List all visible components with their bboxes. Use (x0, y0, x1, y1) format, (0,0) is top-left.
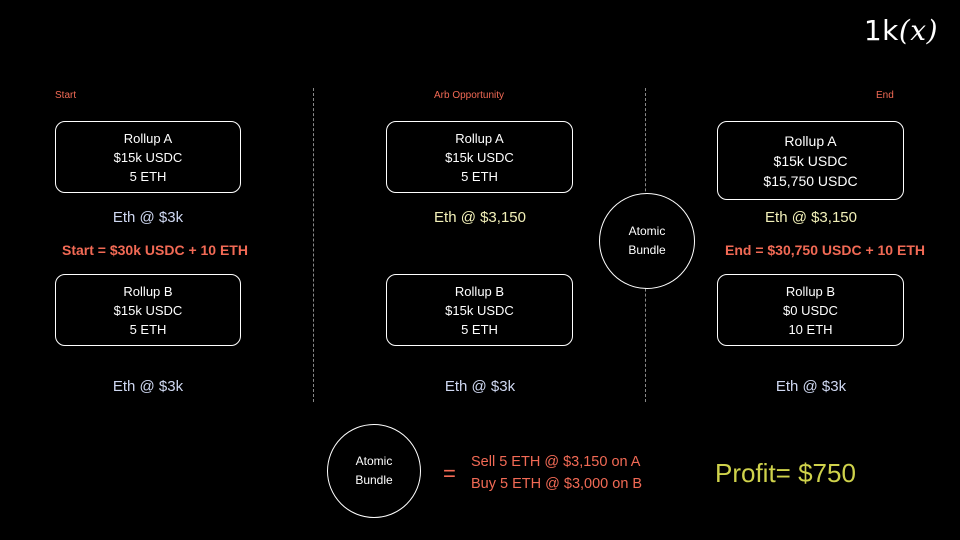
end-rollup-b-box: Rollup B $0 USDC 10 ETH (717, 274, 904, 346)
section-label-end: End (876, 90, 894, 101)
start-eth-price-b: Eth @ $3k (112, 378, 184, 395)
divider-left (313, 88, 314, 402)
rollup-extra-usdc: $15,750 USDC (763, 172, 858, 189)
arb-rollup-a-box: Rollup A $15k USDC 5 ETH (386, 121, 573, 193)
rollup-eth: 10 ETH (788, 321, 833, 337)
arb-rollup-b-box: Rollup B $15k USDC 5 ETH (386, 274, 573, 346)
section-label-start: Start (55, 90, 77, 101)
arb-eth-price-a: Eth @ $3,150 (434, 209, 526, 226)
rollup-eth: 5 ETH (461, 321, 498, 337)
atomic-bundle-circle: Atomic Bundle (599, 193, 695, 289)
end-rollup-a-box: Rollup A $15k USDC $15,750 USDC (717, 121, 904, 200)
rollup-eth: 5 ETH (129, 321, 167, 337)
rollup-usdc: $0 USDC (783, 302, 838, 318)
trade-buy: Buy 5 ETH @ $3,000 on B (471, 476, 643, 492)
equals-sign: = (443, 461, 456, 486)
end-eth-price-b: Eth @ $3k (775, 378, 847, 395)
start-total: Start = $30k USDC + 10 ETH (62, 242, 248, 258)
rollup-usdc: $15k USDC (113, 149, 183, 165)
trade-sell: Sell 5 ETH @ $3,150 on A (471, 454, 641, 470)
rollup-eth: 5 ETH (461, 168, 498, 184)
bundle-label-line2: Bundle (628, 243, 666, 257)
bundle-label-line2: Bundle (355, 473, 393, 487)
logo-1kx: 1k(x) (863, 14, 938, 47)
rollup-name: Rollup A (784, 132, 837, 149)
rollup-usdc: $15k USDC (445, 302, 514, 318)
bundle-label-line1: Atomic (355, 454, 393, 468)
rollup-usdc: $15k USDC (113, 302, 183, 318)
trade-list: Sell 5 ETH @ $3,150 on A Buy 5 ETH @ $3,… (471, 451, 642, 495)
legend-atomic-bundle-circle: Atomic Bundle (327, 424, 421, 518)
end-total: End = $30,750 USDC + 10 ETH (725, 242, 925, 258)
arb-eth-price-b: Eth @ $3k (444, 378, 516, 395)
rollup-usdc: $15k USDC (773, 152, 848, 169)
start-rollup-a-box: Rollup A $15k USDC 5 ETH (55, 121, 241, 193)
start-eth-price-a: Eth @ $3k (112, 209, 184, 226)
rollup-name: Rollup A (123, 130, 173, 146)
rollup-name: Rollup B (123, 283, 173, 299)
profit-label: Profit= $750 (715, 458, 856, 488)
bundle-label-line1: Atomic (628, 224, 666, 238)
start-rollup-b-box: Rollup B $15k USDC 5 ETH (55, 274, 241, 346)
rollup-name: Rollup B (785, 283, 836, 299)
end-eth-price-a: Eth @ $3,150 (765, 209, 857, 226)
rollup-eth: 5 ETH (129, 168, 167, 184)
section-label-arb: Arb Opportunity (434, 90, 505, 101)
rollup-usdc: $15k USDC (445, 149, 514, 165)
rollup-name: Rollup B (454, 283, 505, 299)
rollup-name: Rollup A (455, 130, 504, 146)
